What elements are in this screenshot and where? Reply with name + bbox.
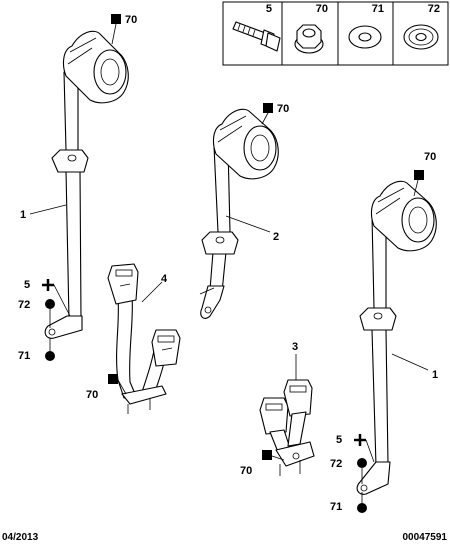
ref-label-72-a: 72 bbox=[18, 299, 30, 311]
ref-label-3: 3 bbox=[292, 341, 298, 353]
seat-belt-right-assembly: 70 1 5 72 71 bbox=[330, 151, 438, 513]
ref-label-70-b: 70 bbox=[277, 103, 289, 115]
hardware-legend-table: 5 70 71 72 bbox=[222, 1, 449, 66]
ref-label-5-d: 5 bbox=[336, 434, 342, 446]
seat-belt-centre-assembly: 70 2 bbox=[199, 103, 289, 319]
ref-label-70-e: 70 bbox=[240, 465, 252, 477]
serrated-washer-icon bbox=[403, 24, 439, 50]
dot-marker-icon bbox=[357, 503, 367, 513]
ref-label-5-a: 5 bbox=[24, 279, 30, 291]
square-marker-icon bbox=[263, 103, 273, 113]
footer-reference-code: 00047591 bbox=[403, 532, 448, 543]
flat-washer-icon bbox=[348, 25, 382, 49]
dot-marker-icon bbox=[357, 458, 367, 468]
square-marker-icon bbox=[111, 14, 121, 24]
ref-label-1-right: 1 bbox=[432, 369, 438, 381]
ref-label-2: 2 bbox=[273, 231, 279, 243]
ref-label-71-a: 71 bbox=[18, 350, 30, 362]
double-buckle-assembly: 3 70 bbox=[240, 341, 315, 477]
plus-marker-icon bbox=[42, 279, 54, 291]
legend-ref-71: 71 bbox=[372, 3, 384, 15]
square-marker-icon bbox=[108, 374, 118, 384]
footer-date: 04/2013 bbox=[2, 532, 39, 543]
bolt-icon bbox=[232, 21, 281, 52]
legend-ref-5: 5 bbox=[266, 3, 272, 15]
ref-label-1-left: 1 bbox=[20, 209, 26, 221]
buckle-pair-assembly: 4 70 bbox=[86, 263, 181, 414]
square-marker-icon bbox=[262, 450, 272, 460]
legend-ref-70: 70 bbox=[316, 3, 328, 15]
legend-ref-72: 72 bbox=[428, 3, 440, 15]
plus-marker-icon bbox=[354, 434, 366, 446]
ref-label-70-c: 70 bbox=[86, 389, 98, 401]
square-marker-icon bbox=[414, 170, 424, 180]
seat-belt-left-assembly: 1 70 5 72 71 bbox=[18, 14, 137, 362]
ref-label-72-d: 72 bbox=[330, 458, 342, 470]
dot-marker-icon bbox=[45, 351, 55, 361]
flange-nut-icon bbox=[294, 24, 324, 54]
ref-label-70-a: 70 bbox=[125, 14, 137, 26]
ref-label-70-d: 70 bbox=[424, 151, 436, 163]
ref-label-71-d: 71 bbox=[330, 501, 342, 513]
ref-label-4: 4 bbox=[161, 273, 168, 285]
dot-marker-icon bbox=[45, 299, 55, 309]
